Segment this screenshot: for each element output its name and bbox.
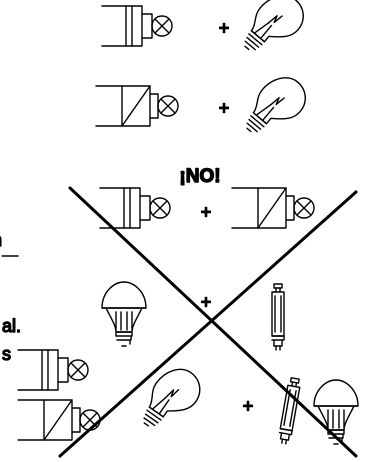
lamp-holder-icon (102, 6, 172, 46)
plus-sign: + (219, 18, 230, 38)
plus-sign: + (219, 98, 230, 118)
incandescent-bulb-icon (134, 360, 208, 440)
text-fragment: n (0, 230, 2, 250)
led-bulb-icon (314, 380, 358, 444)
plus-sign: + (201, 202, 212, 222)
incandescent-bulb-icon (235, 0, 312, 66)
led-bulb-icon (102, 282, 146, 346)
plus-sign: + (201, 292, 212, 312)
text-fragment: s (2, 344, 11, 364)
lamp-holder-icon (18, 350, 88, 390)
warning-heading: ¡NO! (179, 166, 220, 187)
lamp-holder-icon (96, 86, 178, 126)
incandescent-bulb-icon (237, 68, 314, 148)
text-fragment: al. (2, 316, 21, 336)
lamp-holder-icon (232, 188, 314, 228)
plus-sign: + (243, 396, 254, 416)
lamp-holder-icon (18, 400, 100, 440)
fluorescent-tube-icon (272, 284, 284, 350)
lamp-holder-icon (100, 188, 170, 228)
